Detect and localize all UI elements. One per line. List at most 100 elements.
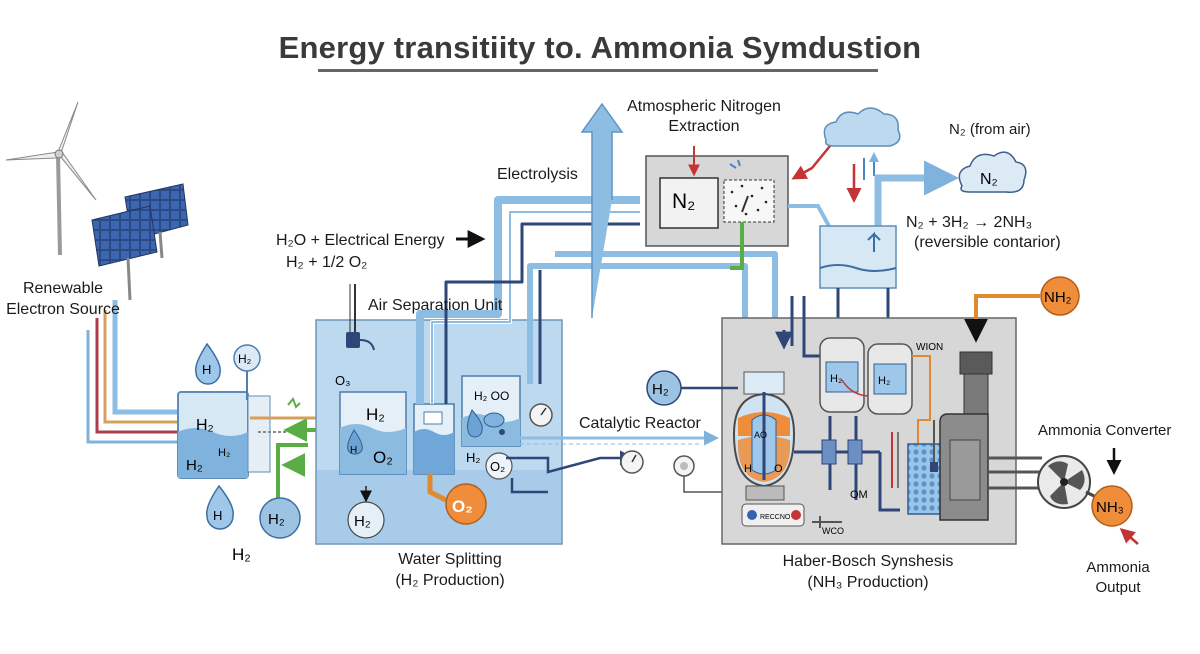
water-splitting-line2: (H₂ Production) [395,572,505,589]
ammonia-output-label: Ammonia Output [1080,558,1156,598]
n2-inner-box [659,177,719,229]
power-cables [86,300,180,444]
cell-o2-label: O₂ [373,448,393,467]
o2-small-label: O₂ [490,459,505,474]
h2-circle-left-label: H₂ [354,513,371,530]
electrolysis-label: Electrolysis [497,166,578,183]
reaction-line1: N₂ + 3H₂ → 2NH₃ [906,214,1033,231]
nh2-circle: NH₂ [1040,276,1080,316]
h2-storage-tank-a: H₂ [819,337,871,413]
o2-small-circle: O₂ [485,452,513,480]
pressure-gauge-2 [620,450,644,474]
title-underline [318,69,878,72]
n2-from-air-label: N₂ (from air) [949,121,1031,138]
n2-to-cloud-pipe [874,160,959,228]
ammonia-output-red-arrow [1119,528,1139,545]
ammonia-output-line2: Output [1095,579,1141,596]
h2-drop-top: H [194,342,221,385]
nh3-output-circle: NH₃ [1085,485,1133,527]
mixing-tank-wave [819,264,897,272]
renewable-source-label: Renewable Electron Source [0,278,126,320]
h2-drop-bottom: H [206,484,234,530]
cloud-red-arrow [791,145,831,180]
water-equation-label: H₂O + Electrical Energy H₂ + 1/2 O₂ [276,230,445,274]
mixing-tank-up-arrow [867,231,881,252]
output-shafts [988,456,1042,490]
dark-flow-to-reactor [506,450,635,474]
control-panel: RECCNO [741,503,805,527]
h2-small-label: H₂ [466,450,480,465]
cloud-icon [823,107,901,147]
o3-label: O₃ [335,373,350,388]
catalytic-reactor-label: Catalytic Reactor [579,415,701,432]
haber-line1: Haber-Bosch Synshesis [782,553,954,570]
h2-bubble-top: H₂ [233,344,261,400]
electrolyser-tank [177,391,271,479]
n2-cloud: N₂ [958,151,1027,193]
wco-label: WCO [822,526,844,536]
wion-orange-line [912,355,931,470]
tank-h2-lower-label: H₂ [186,457,203,474]
converter-column [939,351,993,521]
h2-tank-a-label: H₂ [830,373,842,385]
diagram-title: Energy transitiity to. Ammonia Symdustio… [278,30,922,65]
electrolysis-cell-1: H₂ O₂ H [339,391,407,475]
dial-label: RECCNO [760,514,791,521]
h2-tank-b-label: H₂ [878,375,890,387]
wco-pipe [812,516,842,528]
water-splitting-label: Water Splitting (H₂ Production) [360,549,540,591]
wind-turbine-icon [5,101,97,256]
hb-valves [821,432,899,488]
h2-green-circle [259,497,301,539]
reactor-ao-label: AO [754,430,767,440]
lower-dark-line [510,478,548,494]
catalytic-reactor-vessel: AO H O [732,371,796,501]
atmospheric-line1: Atmospheric Nitrogen [627,98,781,115]
n2-box-label: N₂ [672,190,695,213]
h2-drop-label: H [202,362,211,377]
green-sparkle-icon [287,397,301,409]
wion-label: WION [916,342,943,353]
tank-h2-inner-label: H₂ [218,447,230,459]
h2-bottom-label: H₂ [232,545,251,564]
pressure-gauge-1 [529,403,553,427]
h2-blue-circle: H₂ [646,370,738,406]
h2-bubble-label: H₂ [238,352,252,366]
atmospheric-line2: Extraction [668,118,740,135]
reaction-equation-label: N₂ + 3H₂ → 2NH₃ (reversible contarior) [906,213,1061,253]
mixing-tank [819,225,897,289]
reaction-line2: (reversible contarior) [914,234,1061,251]
atmospheric-nitrogen-label: Atmospheric Nitrogen Extraction [604,97,804,137]
renewable-line1: Renewable [22,280,104,297]
electrolysis-cell-3: H₂ OO [461,375,521,447]
renewable-line2: Electron Source [6,301,120,318]
ammonia-output-line1: Ammonia [1086,559,1150,576]
ammonia-fan-icon [1037,455,1091,509]
h2oo-label: H₂ OO [474,389,509,403]
reactor-o-label: O [774,463,783,475]
water-splitting-line1: Water Splitting [398,551,502,568]
cloud-blue-up-arrows [863,154,874,180]
tank-h2-label: H₂ [196,417,214,434]
h2-storage-tank-b: H₂ [867,343,913,415]
nh2-label: NH₂ [1044,289,1072,306]
ammonia-converter-label: Ammonia Converter [1038,422,1172,439]
filter-blue-spark [729,159,741,169]
filter-dots [730,184,768,216]
o2-output: O₂ [427,474,487,525]
haber-bosch-label: Haber-Bosch Synshesis (NH₃ Production) [758,551,978,593]
haber-line2: (NH₃ Production) [807,574,929,591]
air-separation-label: Air Separation Unit [368,297,503,314]
inlet-valve-icon [346,284,375,351]
cell-h2-label: H₂ [366,405,385,424]
h2-circle-left: H₂ [347,486,385,539]
h2-blue-circle-label: H₂ [652,381,669,398]
electrolysis-cell-2 [413,403,455,475]
reactor-h-label: H [744,463,752,475]
om-label: OM [850,489,868,501]
water-equation-line1: H₂O + Electrical Energy [276,232,445,249]
h2-drop-bottom-label: H [213,508,222,523]
filter-switch [741,195,749,213]
nh3-output-label: NH₃ [1096,499,1124,516]
